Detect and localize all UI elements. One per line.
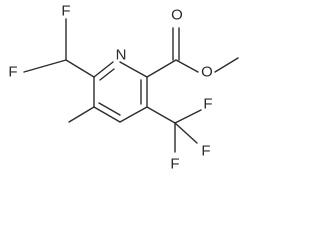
bond-chf2-f-left: [23, 59, 67, 73]
bond-c2-ccarbonyl: [146, 59, 177, 78]
bond-c-o-ester: [175, 59, 199, 73]
bond-o-methyl: [214, 57, 239, 73]
bond-c3-c4: [119, 106, 148, 123]
trifluoromethyl-group: [146, 106, 202, 153]
atom-f-cf3-bottom: F: [170, 156, 179, 173]
chemical-structure-diagram: N O O F F F F F: [8, 3, 239, 173]
difluoromethyl-group: [23, 18, 95, 78]
bond-c6-n-inner: [99, 68, 115, 81]
methyl-ester-group: [146, 27, 239, 78]
bond-c6-n: [93, 61, 114, 78]
atom-f-chf2-top: F: [61, 3, 70, 20]
atom-o-ester: O: [201, 64, 213, 81]
bond-c5-methyl: [68, 106, 95, 123]
atom-n-ring: N: [116, 47, 127, 64]
bond-ccf3-f1: [174, 109, 202, 124]
bond-c4-c5: [93, 106, 121, 123]
bond-c6-chf2: [65, 59, 95, 78]
atom-o-carbonyl: O: [171, 7, 183, 24]
atom-f-cf3-lower-right: F: [201, 143, 210, 160]
atom-f-cf3-right: F: [203, 96, 212, 113]
bond-ccf3-f2: [174, 122, 198, 144]
methyl-group: [68, 106, 95, 123]
bond-c4-c5-inner: [98, 102, 121, 116]
bond-n-c2: [119, 61, 148, 78]
atom-f-chf2-left: F: [8, 64, 17, 81]
pyridine-ring: [93, 61, 148, 123]
bond-c3-ccf3: [146, 106, 176, 124]
